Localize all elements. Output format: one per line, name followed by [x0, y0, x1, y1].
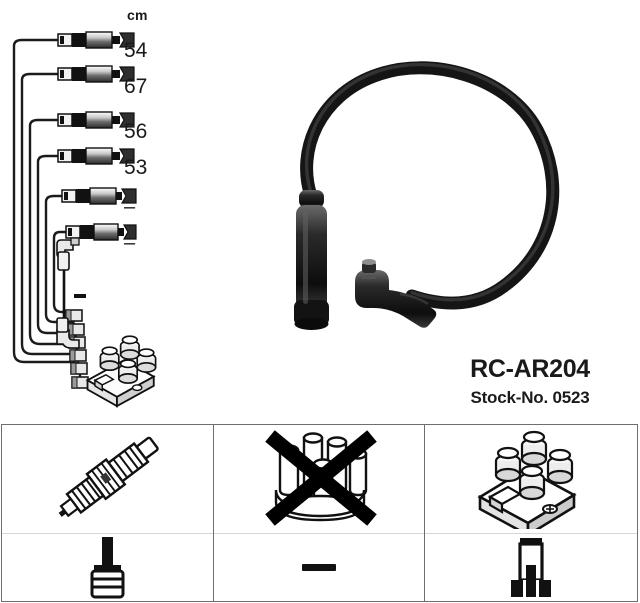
- measurement-row-5: –: [124, 196, 136, 218]
- spark-plug-cell: [2, 425, 213, 534]
- ignition-coil-icon: [477, 430, 577, 529]
- coil-terminal-boot-cell: [425, 534, 637, 601]
- coil-to-coil-jumper-cable: [56, 237, 80, 349]
- dash-icon: [301, 564, 336, 571]
- lead-connector-6: [65, 223, 137, 241]
- ignition-coil-column: [425, 425, 637, 601]
- application-panel-grid: [1, 424, 638, 602]
- measurement-row-6: –: [124, 232, 136, 254]
- distributor-cap-icon: [265, 430, 377, 526]
- measurement-row-2: 67: [124, 74, 148, 98]
- spark-plug-column: [2, 425, 214, 601]
- distributor-dash-cell: [214, 534, 425, 601]
- measurement-unit-header: cm: [127, 7, 148, 23]
- measurement-row-3: 56: [124, 119, 148, 143]
- harness-terminal-ends: [65, 309, 89, 389]
- product-identification: RC-AR204 Stock-No. 0523: [430, 356, 630, 407]
- straight-plug-boot-icon: [90, 536, 125, 598]
- main-illustration: cm 54 67 56 53 – – RC-AR204 Stock-No. 05…: [12, 8, 630, 408]
- lead-connector-1: [57, 31, 135, 49]
- straight-spark-plug-boot: [294, 190, 329, 330]
- ignition-cable-harness: [12, 31, 560, 408]
- jumper-length-dash: [74, 294, 86, 298]
- spark-plug-icon: [59, 436, 160, 518]
- measurement-row-1: 54: [124, 38, 148, 62]
- distributor-cap-column: [213, 425, 426, 601]
- measurement-column: cm 54 67 56 53 – –: [124, 8, 180, 261]
- distributor-cap-cell: [213, 425, 425, 534]
- right-angle-coil-boot: [355, 259, 437, 328]
- lead-connector-3: [57, 111, 135, 129]
- ignition-coil-cell: [425, 425, 637, 534]
- featured-ignition-lead: [294, 61, 560, 330]
- lead-connector-4: [57, 147, 135, 165]
- coil-terminal-boot-icon: [511, 537, 552, 597]
- measurement-row-4: 53: [124, 155, 148, 179]
- product-stock-number: Stock-No. 0523: [470, 388, 590, 408]
- lead-connector-2: [57, 65, 135, 83]
- product-code: RC-AR204: [470, 355, 590, 383]
- lead-connector-5: [61, 187, 137, 205]
- ignition-coil-pack: [85, 335, 157, 408]
- crossed-out-x-icon: [265, 430, 377, 526]
- spark-plug-boot-cell: [2, 534, 213, 601]
